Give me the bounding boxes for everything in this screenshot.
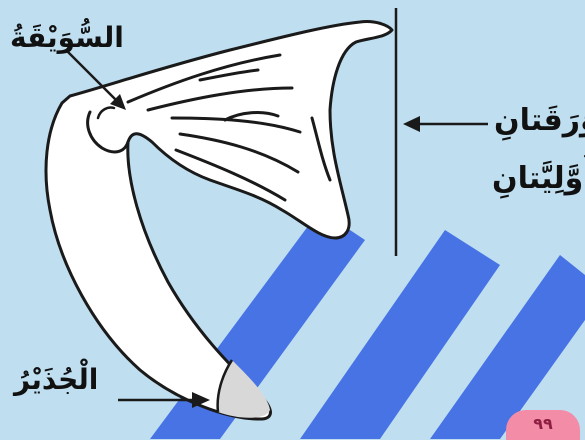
page-number-badge: ٩٩ <box>506 410 580 440</box>
root-label: الْجُذَيْرُ <box>14 366 98 394</box>
leaves-arrow-head <box>403 116 420 132</box>
leaves-arrow <box>403 116 488 132</box>
leaves-label-line1: وَرَقَتانِ <box>494 106 585 136</box>
stem-label: السُّوَيْقَةُ <box>10 24 124 52</box>
leaves-label-line2: أَوَّلِيَّتانِ <box>492 164 585 194</box>
root-pointer <box>118 392 210 408</box>
